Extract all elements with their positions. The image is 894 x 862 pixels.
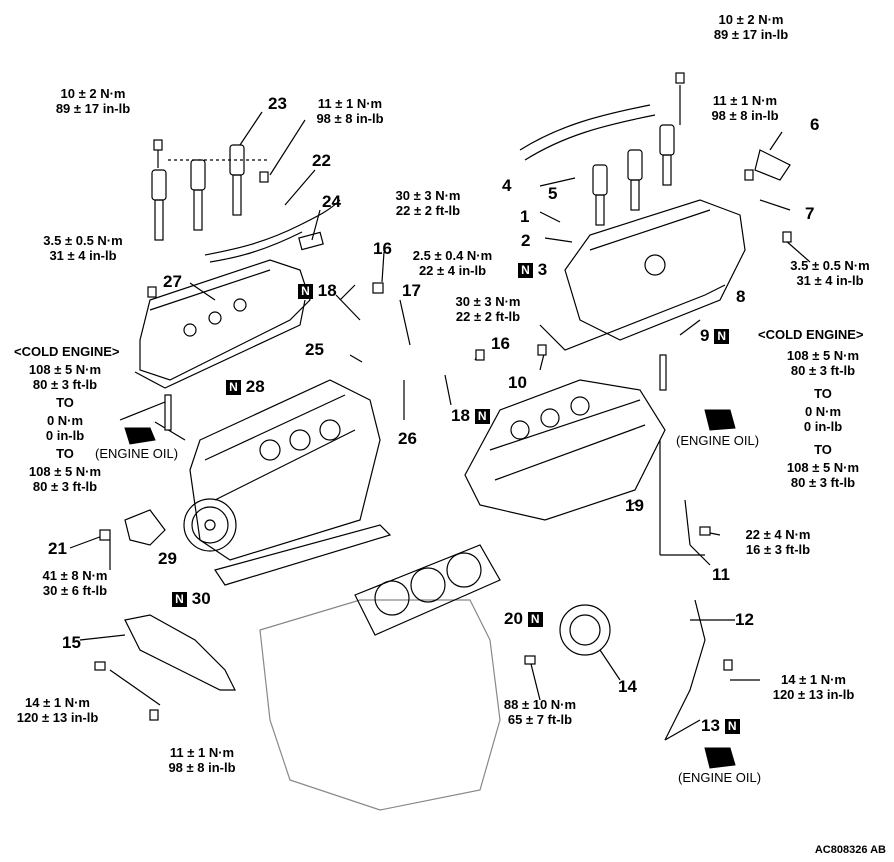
engine-oil-right: (ENGINE OIL) [676, 433, 760, 448]
callout-3: N 3 [518, 261, 547, 279]
callout-27: 27 [163, 272, 182, 291]
n-marker: N [518, 263, 533, 279]
callout-29: 29 [158, 549, 177, 568]
callout-19: 19 [625, 496, 644, 515]
callout-25: 25 [305, 340, 324, 359]
callout-1: 1 [520, 207, 530, 226]
callout-15: 15 [62, 633, 81, 652]
cold-engine-right-steps: 108 ± 5 N·m 80 ± 3 ft-lb TO 0 N·m 0 in-l… [786, 348, 860, 490]
n-marker: N [172, 592, 187, 608]
bolt-icon [94, 72, 792, 721]
callout-11: 11 [712, 565, 730, 584]
n-marker: N [724, 719, 740, 735]
callout-18-top: N 18 [298, 282, 337, 300]
callout-20: 20 N [504, 610, 543, 628]
callout-14: 14 [618, 677, 637, 696]
n-marker: N [527, 612, 543, 628]
callout-16-mid: 16 [491, 334, 510, 353]
n-marker: N [474, 409, 490, 425]
callout-7: 7 [805, 204, 815, 223]
oil-can-icon [124, 409, 736, 769]
callout-28: N 28 [226, 378, 265, 396]
n-marker: N [714, 329, 730, 345]
callout-8: 8 [736, 287, 746, 306]
engine-oil-left: (ENGINE OIL) [95, 446, 179, 461]
cold-engine-left-heading: <COLD ENGINE> [14, 344, 120, 359]
figure-reference: AC808326 AB [814, 844, 886, 856]
gasket-art [354, 544, 501, 636]
callout-23: 23 [268, 94, 287, 113]
callout-10: 10 [508, 373, 527, 392]
callout-5: 5 [548, 184, 558, 203]
engine-oil-13: (ENGINE OIL) [678, 770, 762, 785]
callout-6: 6 [810, 115, 820, 134]
callout-4: 4 [502, 176, 512, 195]
callout-17: 17 [402, 281, 421, 300]
callout-24: 24 [322, 192, 341, 211]
cold-engine-left-steps: 108 ± 5 N·m 80 ± 3 ft-lb TO 0 N·m 0 in-l… [28, 362, 102, 494]
n-marker: N [226, 380, 241, 396]
callout-12: 12 [735, 610, 754, 629]
callout-30: N 30 [172, 590, 211, 608]
cold-engine-right-heading: <COLD ENGINE> [758, 327, 864, 342]
callout-16-top: 16 [373, 239, 392, 258]
callout-21: 21 [48, 539, 67, 558]
ignition-coil-icon [151, 144, 245, 241]
callout-18-mid: 18 N [451, 407, 490, 425]
callout-2: 2 [521, 231, 531, 250]
n-marker: N [298, 284, 313, 300]
callout-26: 26 [398, 429, 417, 448]
callout-13: 13 N [701, 717, 740, 735]
callout-22: 22 [312, 151, 331, 170]
sprocket-art [183, 498, 237, 552]
callout-9: 9 N [700, 327, 730, 345]
ignition-coil-icon [592, 124, 675, 226]
